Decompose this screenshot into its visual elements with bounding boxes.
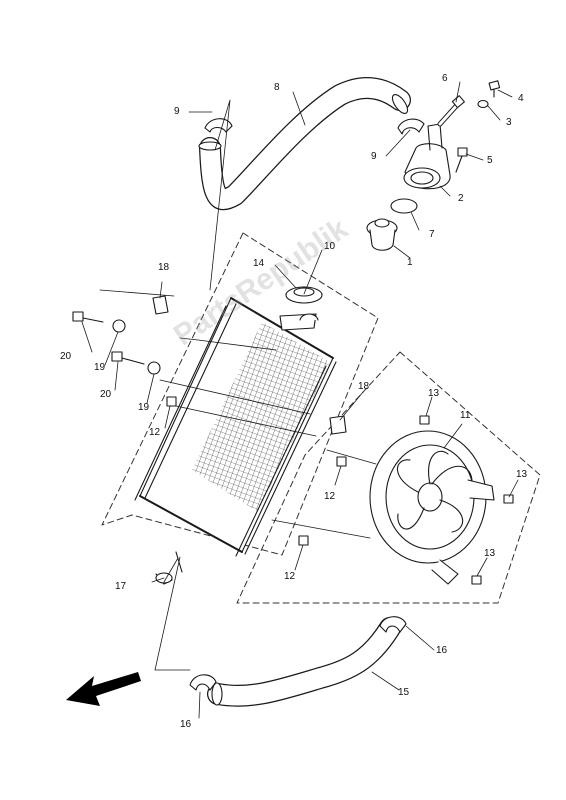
callout-c15: 15 xyxy=(398,687,410,698)
callout-c9b: 9 xyxy=(371,151,377,162)
washer-3 xyxy=(477,99,489,109)
callout-c3: 3 xyxy=(506,117,512,128)
callout-c20b: 20 xyxy=(100,389,112,400)
nut-12-a xyxy=(166,396,177,407)
callout-c19a: 19 xyxy=(94,362,106,373)
fan-group-outline xyxy=(236,351,541,604)
nut-12-b xyxy=(336,456,347,467)
hose-clamp-lower-left xyxy=(189,674,217,691)
callout-c16b: 16 xyxy=(180,719,192,730)
hose-clamp-upper-right xyxy=(397,118,425,135)
leader-lines xyxy=(81,81,519,719)
o-ring xyxy=(390,198,418,214)
callout-c4: 4 xyxy=(518,93,524,104)
thermostat-housing xyxy=(403,123,451,190)
screw-13-bottom xyxy=(471,575,482,585)
lower-radiator-hose xyxy=(207,617,401,707)
radiator-core xyxy=(134,297,337,557)
bolt-20-lower xyxy=(111,351,145,365)
callout-c5: 5 xyxy=(487,155,493,166)
callout-c20a: 20 xyxy=(60,351,72,362)
bolt-6 xyxy=(437,95,465,127)
screw-4 xyxy=(488,80,501,98)
grommet-left xyxy=(152,295,169,315)
callout-c16a: 16 xyxy=(436,645,448,656)
callout-c19b: 19 xyxy=(138,402,150,413)
callout-c13c: 13 xyxy=(484,548,496,559)
callout-c7: 7 xyxy=(429,229,435,240)
cooling-fan xyxy=(369,430,495,585)
radiator-cap xyxy=(285,286,323,304)
callout-c10: 10 xyxy=(324,241,336,252)
bolt-20-upper xyxy=(72,311,104,323)
screw-13-top xyxy=(419,415,430,425)
callout-c14: 14 xyxy=(253,258,265,269)
grommet-right xyxy=(329,415,347,435)
thermostat xyxy=(366,218,398,251)
callout-c8: 8 xyxy=(274,82,280,93)
callout-c6: 6 xyxy=(442,73,448,84)
screw-13-right xyxy=(503,494,514,504)
radiator-group-outline xyxy=(101,232,379,556)
front-direction-arrow-icon xyxy=(66,672,141,706)
hose-clamp-upper-left xyxy=(204,118,233,133)
callout-c1: 1 xyxy=(407,257,413,268)
upper-radiator-hose xyxy=(198,77,411,211)
callout-c13a: 13 xyxy=(428,388,440,399)
nut-12-c xyxy=(298,535,309,546)
callout-c2: 2 xyxy=(458,193,464,204)
callout-c11: 11 xyxy=(460,410,471,421)
bolt-5 xyxy=(455,147,468,173)
callout-c18b: 18 xyxy=(358,381,370,392)
hose-clamp-lower-right xyxy=(379,616,407,633)
collar-19-lower xyxy=(147,361,161,375)
callout-c17: 17 xyxy=(115,581,127,592)
callout-c12a: 12 xyxy=(149,427,161,438)
callout-c18a: 18 xyxy=(158,262,170,273)
callout-c12b: 12 xyxy=(324,491,336,502)
callout-c12c: 12 xyxy=(284,571,296,582)
collar-19-upper xyxy=(112,319,126,333)
callout-c9a: 9 xyxy=(174,106,180,117)
callout-c13b: 13 xyxy=(516,469,528,480)
